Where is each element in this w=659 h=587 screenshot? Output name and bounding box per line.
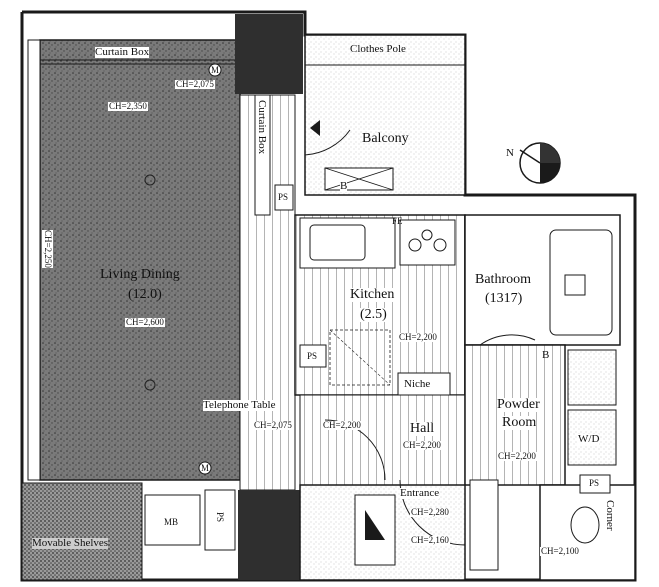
ps-label-3: PS bbox=[215, 512, 225, 523]
stove-burner-2 bbox=[433, 238, 447, 252]
wall-block-bottom bbox=[238, 490, 300, 580]
ch-powder: CH=2,200 bbox=[497, 451, 537, 461]
ch-hall: CH=2,200 bbox=[402, 440, 442, 450]
ps-box-3 bbox=[204, 489, 236, 551]
movable-shelves-block bbox=[21, 482, 143, 581]
m-bottom-label: M bbox=[201, 463, 210, 473]
bathroom-b-marker: B bbox=[542, 349, 550, 361]
powder-room-label-1: Powder bbox=[497, 397, 540, 412]
mb-label: MB bbox=[164, 517, 179, 527]
ch-telephone: CH=2,075 bbox=[253, 420, 293, 430]
kitchen-size: (2.5) bbox=[360, 307, 387, 322]
balcony-door-arrow bbox=[310, 120, 320, 136]
m-top-label: M bbox=[211, 65, 220, 75]
niche-label: Niche bbox=[404, 378, 431, 390]
ps-label-2: PS bbox=[307, 351, 318, 361]
powder-room-label-2: Room bbox=[502, 415, 537, 430]
ch-ld-mid: CH=2,350 bbox=[108, 101, 148, 111]
hall-label: Hall bbox=[410, 421, 435, 436]
window-left bbox=[27, 39, 41, 481]
entrance-step-mark bbox=[365, 510, 385, 540]
wd-side bbox=[567, 349, 617, 406]
compass bbox=[519, 142, 561, 184]
movable-shelves-label: Movable Shelves bbox=[32, 537, 109, 549]
m-marker-bottom bbox=[198, 461, 212, 475]
entrance-label: Entrance bbox=[400, 487, 440, 499]
bathroom-door-arc bbox=[479, 334, 536, 346]
clothes-pole-label: Clothes Pole bbox=[350, 43, 406, 55]
ps-label-1: PS bbox=[278, 192, 289, 202]
m-marker-top bbox=[208, 63, 222, 77]
bathroom-size: (1317) bbox=[485, 291, 523, 306]
powder-room-floor bbox=[464, 344, 566, 486]
ld-marker-1 bbox=[144, 174, 156, 186]
wd-label: W/D bbox=[578, 433, 600, 445]
compass-n: N bbox=[506, 147, 514, 159]
toilet-bowl bbox=[570, 506, 600, 544]
corner-label: Corner bbox=[604, 500, 616, 531]
kitchen-dashed-box bbox=[329, 329, 391, 386]
ch-corridor: CH=2,200 bbox=[322, 420, 362, 430]
living-dining-label: Living Dining bbox=[100, 267, 180, 282]
balcony-label: Balcony bbox=[362, 131, 409, 146]
stove-burner-1 bbox=[408, 238, 422, 252]
kitchen-label: Kitchen bbox=[350, 287, 395, 302]
ch-ld-main: CH=2,600 bbox=[125, 317, 165, 327]
bathtub bbox=[549, 229, 613, 336]
shelf-right bbox=[469, 479, 499, 571]
ch-ld-window: CH=2,250 bbox=[42, 230, 53, 268]
ch-entrance-2: CH=2,160 bbox=[410, 535, 450, 545]
balcony-b-marker: B bbox=[340, 180, 348, 192]
ps-box-1 bbox=[274, 184, 294, 211]
wall-block-top bbox=[235, 14, 303, 94]
stove-burner-3 bbox=[421, 229, 433, 241]
curtain-box-top-label: Curtain Box bbox=[95, 46, 150, 58]
living-dining-size: (12.0) bbox=[128, 287, 162, 302]
telephone-table-label: Telephone Table bbox=[203, 399, 276, 411]
fe-label: FE bbox=[392, 216, 403, 226]
ps-box-4 bbox=[579, 474, 611, 494]
ch-kitchen: CH=2,200 bbox=[398, 332, 438, 342]
stove bbox=[399, 219, 456, 266]
mb-box bbox=[144, 494, 201, 546]
kitchen-sink bbox=[309, 224, 366, 261]
ch-ld-top: CH=2,075 bbox=[175, 79, 215, 89]
ch-entrance-1: CH=2,280 bbox=[410, 507, 450, 517]
hall-floor bbox=[299, 394, 466, 486]
curtain-box-side-label: Curtain Box bbox=[256, 100, 268, 155]
balcony-door-swing bbox=[304, 95, 351, 156]
ps-box-2 bbox=[299, 344, 327, 368]
ps-label-4: PS bbox=[589, 478, 600, 488]
ch-toilet: CH=2,100 bbox=[540, 546, 580, 556]
bathroom-label: Bathroom bbox=[475, 272, 531, 287]
niche-box bbox=[397, 372, 451, 396]
ld-marker-2 bbox=[144, 379, 156, 391]
curtain-box-side bbox=[254, 94, 271, 216]
